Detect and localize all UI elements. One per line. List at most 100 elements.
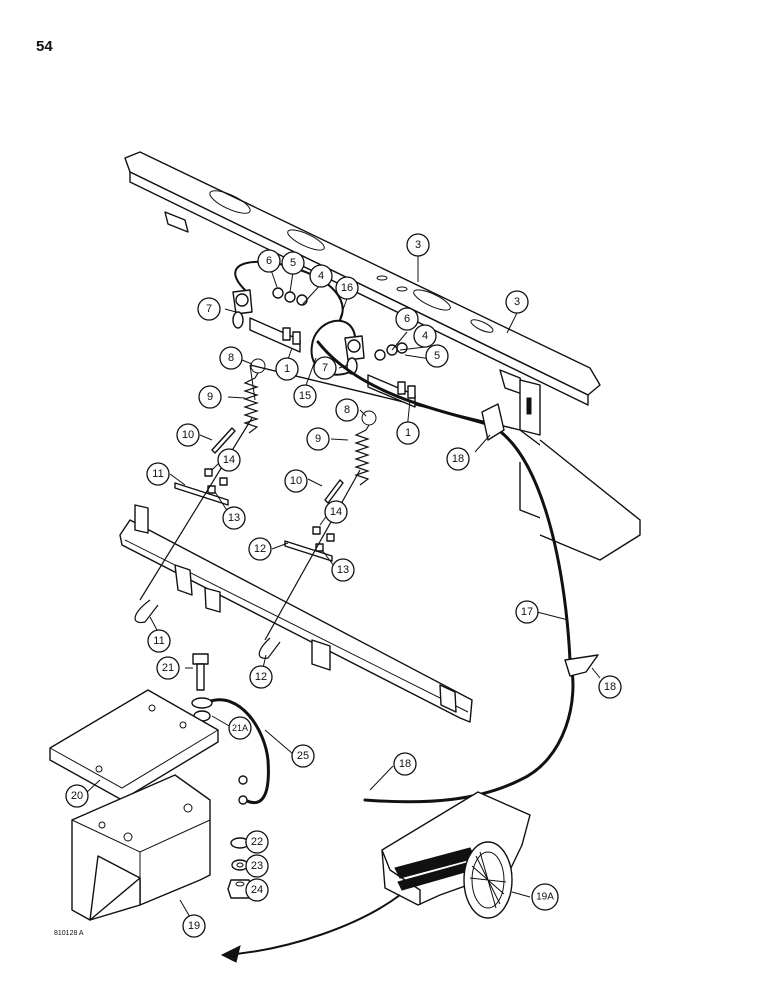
- svg-text:8: 8: [344, 404, 350, 416]
- callout: 14: [324, 500, 348, 524]
- svg-text:10: 10: [182, 429, 194, 441]
- bracket-19: [71, 774, 211, 921]
- svg-text:4: 4: [422, 330, 428, 342]
- callout: 19: [182, 914, 206, 938]
- callout: 11: [146, 462, 170, 486]
- svg-text:19A: 19A: [536, 892, 554, 903]
- svg-text:18: 18: [452, 453, 464, 465]
- svg-text:6: 6: [266, 255, 272, 267]
- arrow-shaft: [224, 894, 401, 956]
- callout: 6: [395, 307, 419, 331]
- callout: 13: [331, 558, 355, 582]
- callout: 18: [393, 752, 417, 776]
- svg-text:18: 18: [604, 681, 616, 693]
- callout: 19A: [531, 883, 559, 911]
- callout: 10: [284, 469, 308, 493]
- plate-20: [49, 689, 219, 801]
- callout: 22: [245, 830, 269, 854]
- svg-text:11: 11: [152, 468, 163, 480]
- callout: 15: [293, 384, 317, 408]
- svg-text:19: 19: [188, 920, 200, 932]
- frame-beam: [124, 151, 601, 436]
- alarm-19a: [381, 791, 531, 919]
- mounting-bar: [119, 504, 473, 723]
- callout: 7: [197, 297, 221, 321]
- svg-text:15: 15: [299, 390, 311, 402]
- svg-text:18: 18: [399, 758, 411, 770]
- bolt-21: [192, 653, 209, 691]
- callout: 11: [147, 629, 171, 653]
- figure-code: 810128 A: [54, 930, 84, 937]
- right-plate: [284, 540, 333, 562]
- callout: 8: [335, 398, 359, 422]
- left-pin: [211, 427, 236, 454]
- leaders: [85, 256, 601, 918]
- svg-text:11: 11: [153, 635, 164, 647]
- callout: 3: [505, 290, 529, 314]
- callout: 17: [515, 600, 539, 624]
- svg-text:20: 20: [71, 790, 83, 802]
- svg-text:13: 13: [228, 512, 240, 524]
- svg-text:5: 5: [290, 257, 296, 269]
- callout: 12: [248, 537, 272, 561]
- svg-text:23: 23: [251, 860, 263, 872]
- callout: 16: [335, 276, 359, 300]
- callout: 9: [306, 427, 330, 451]
- callout: 18: [446, 447, 470, 471]
- callout: 4: [309, 264, 333, 288]
- left-spring: [243, 358, 266, 434]
- callout: 21: [156, 656, 180, 680]
- svg-text:25: 25: [297, 750, 309, 762]
- callout: 1: [396, 421, 420, 445]
- arrow-head: [220, 945, 241, 963]
- left-rod: [134, 417, 253, 624]
- callout: 4: [413, 324, 437, 348]
- svg-text:7: 7: [322, 362, 328, 374]
- svg-text:6: 6: [404, 313, 410, 325]
- svg-text:10: 10: [290, 475, 302, 487]
- callout: 9: [198, 385, 222, 409]
- right-pin: [324, 479, 344, 504]
- svg-text:17: 17: [521, 606, 533, 618]
- svg-text:14: 14: [223, 454, 235, 466]
- svg-text:3: 3: [514, 296, 520, 308]
- svg-text:14: 14: [330, 506, 342, 518]
- svg-text:7: 7: [206, 303, 212, 315]
- svg-text:4: 4: [318, 270, 324, 282]
- right-spacers: [312, 526, 335, 552]
- right-spring: [354, 410, 377, 486]
- cable-17: [316, 340, 599, 804]
- svg-text:3: 3: [415, 239, 421, 251]
- callout: 8: [219, 346, 243, 370]
- svg-text:16: 16: [341, 282, 353, 294]
- callout: 20: [65, 784, 89, 808]
- svg-text:22: 22: [251, 836, 263, 848]
- callout: 10: [176, 423, 200, 447]
- svg-text:9: 9: [315, 433, 321, 445]
- callout: 13: [222, 506, 246, 530]
- svg-text:5: 5: [434, 350, 440, 362]
- callout: 5: [281, 251, 305, 275]
- svg-text:21A: 21A: [232, 723, 248, 733]
- callout: 25: [291, 744, 315, 768]
- callout: 7: [313, 356, 337, 380]
- svg-text:8: 8: [228, 352, 234, 364]
- callout: 18: [598, 675, 622, 699]
- callout: 21A: [228, 716, 252, 740]
- callout: 14: [217, 448, 241, 472]
- callout: 23: [245, 854, 269, 878]
- svg-text:13: 13: [337, 564, 349, 576]
- svg-text:1: 1: [284, 363, 290, 375]
- svg-text:9: 9: [207, 391, 213, 403]
- callout: 5: [425, 344, 449, 368]
- callout: 12: [249, 665, 273, 689]
- callout: 3: [406, 233, 430, 257]
- left-plate: [174, 482, 229, 506]
- svg-text:1: 1: [405, 427, 411, 439]
- svg-text:12: 12: [254, 543, 266, 555]
- page-number: 54: [36, 38, 53, 55]
- right-rod: [258, 469, 361, 659]
- svg-text:24: 24: [251, 884, 263, 896]
- callout: 6: [257, 249, 281, 273]
